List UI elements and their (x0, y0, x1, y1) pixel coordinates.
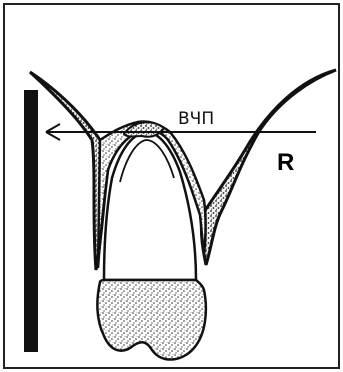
vertical-bar (24, 90, 38, 352)
label-r: R (277, 149, 294, 176)
label-vchp: ВЧП (178, 109, 214, 129)
tooth-crown (97, 280, 205, 360)
right-alveolar-pocket (201, 70, 336, 265)
